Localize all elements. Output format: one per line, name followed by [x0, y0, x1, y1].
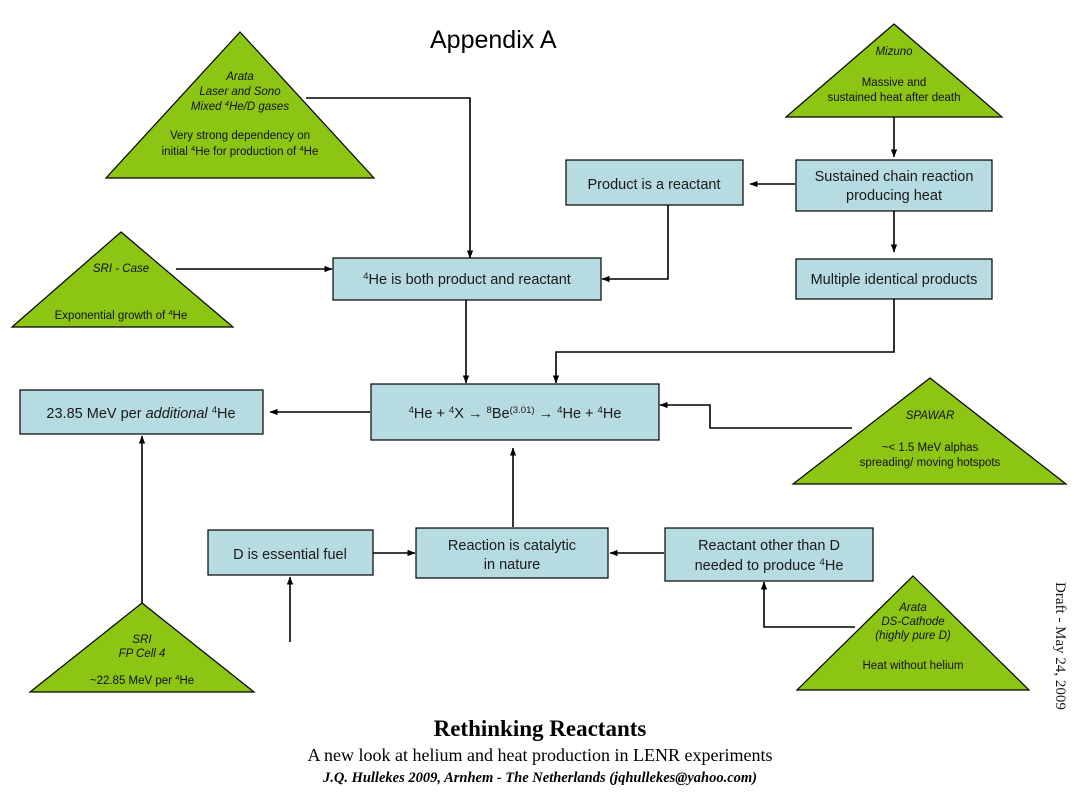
- triangle-arata-ds-shape: [795, 575, 1031, 691]
- box-d-fuel-label: D is essential fuel: [233, 547, 347, 563]
- triangle-arata-ds-cathode[interactable]: Arata DS-Cathode (highly pure D) Heat wi…: [795, 575, 1031, 691]
- box-mev-additional-label: 23.85 MeV per additional 4He: [46, 405, 235, 423]
- box-equation-label: 4He + 4X → 8Be(3.01) → 4He + 4He: [409, 405, 622, 423]
- connector-spawar-to-equation: [659, 401, 852, 429]
- box-sustained-chain-label-1: Sustained chain reaction: [815, 169, 974, 185]
- triangle-arata-laser-source-1: Arata: [225, 71, 254, 83]
- triangle-sri-fp-shape: [28, 602, 256, 693]
- triangle-arata-laser-source-2: Laser and Sono: [199, 86, 281, 98]
- triangle-spawar[interactable]: SPAWAR ~< 1.5 MeV alphas spreading/ movi…: [791, 377, 1068, 485]
- triangle-sri-case-claim-1: Exponential growth of 4He: [55, 308, 188, 323]
- connector-aratads-to-reactantother: [760, 581, 855, 628]
- triangle-mizuno-claim-2: sustained heat after death: [828, 92, 961, 104]
- box-multiple-identical-products[interactable]: Multiple identical products: [795, 258, 993, 300]
- connector-layer: [138, 97, 898, 642]
- footer-credit: J.Q. Hullekes 2009, Arnhem - The Netherl…: [322, 770, 757, 786]
- box-reactant-other-label-1: Reactant other than D: [698, 538, 840, 554]
- box-he4-both-product-and-reactant[interactable]: 4He is both product and reactant: [332, 257, 602, 301]
- box-product-is-reactant-label: Product is a reactant: [588, 177, 721, 193]
- box-sustained-chain-rect: [795, 159, 993, 212]
- footer-subtitle: A new look at helium and heat production…: [308, 745, 773, 765]
- page-title: Appendix A: [430, 26, 557, 54]
- triangle-sri-fp-source-2: FP Cell 4: [119, 648, 166, 660]
- triangle-arata-laser-source-3: Mixed 4He/D gases: [191, 99, 289, 114]
- triangle-arata-laser-claim-1: Very strong dependency on: [170, 130, 310, 142]
- triangle-arata-ds-source-1: Arata: [898, 602, 927, 614]
- box-multiple-products-label: Multiple identical products: [811, 272, 978, 288]
- box-multiple-products-rect: [795, 258, 993, 300]
- box-he4-both-rect: [332, 257, 602, 301]
- box-d-fuel-rect: [207, 529, 374, 576]
- triangle-arata-laser-claim-2: initial 4He for production of 4He: [162, 144, 319, 159]
- triangle-sri-fp-source-1: SRI: [132, 634, 152, 646]
- footer-title: Rethinking Reactants: [434, 716, 647, 741]
- triangle-mizuno-shape: [784, 23, 1004, 118]
- box-reactant-other-label-2: needed to produce 4He: [695, 557, 844, 575]
- triangle-mizuno-source-1: Mizuno: [875, 46, 913, 58]
- triangle-arata-laser-shape: [104, 31, 376, 179]
- box-sustained-chain-reaction[interactable]: Sustained chain reaction producing heat: [795, 159, 993, 212]
- triangle-arata-laser[interactable]: Arata Laser and Sono Mixed 4He/D gases V…: [104, 31, 376, 179]
- box-d-is-essential-fuel[interactable]: D is essential fuel: [207, 529, 374, 576]
- box-reactant-other-than-d[interactable]: Reactant other than D needed to produce …: [664, 527, 874, 582]
- triangle-sri-fp-cell-4[interactable]: SRI FP Cell 4 ~22.85 MeV per 4He: [28, 602, 256, 693]
- triangle-arata-ds-source-2: DS-Cathode: [881, 616, 944, 628]
- triangle-sri-case[interactable]: SRI - Case Exponential growth of 4He: [10, 231, 235, 328]
- triangle-spawar-claim-1: ~< 1.5 MeV alphas: [882, 442, 979, 454]
- side-note-draft-date: Draft - May 24, 2009: [1052, 582, 1068, 710]
- triangle-sri-fp-claim-1: ~22.85 MeV per 4He: [90, 673, 194, 688]
- box-mev-additional-rect: [19, 389, 264, 435]
- box-equation-rect: [370, 383, 660, 441]
- box-mev-per-additional-he4[interactable]: 23.85 MeV per additional 4He: [19, 389, 264, 435]
- connector-arata-laser-to-he4both: [306, 97, 474, 259]
- box-nuclear-equation[interactable]: 4He + 4X → 8Be(3.01) → 4He + 4He: [370, 383, 660, 441]
- triangle-arata-ds-claim-1: Heat without helium: [863, 660, 964, 672]
- box-product-is-reactant[interactable]: Product is a reactant: [565, 159, 744, 206]
- box-catalytic-label-1: Reaction is catalytic: [448, 538, 576, 554]
- triangle-mizuno[interactable]: Mizuno Massive and sustained heat after …: [784, 23, 1004, 118]
- triangle-spawar-shape: [791, 377, 1068, 485]
- box-reaction-is-catalytic[interactable]: Reaction is catalytic in nature: [415, 527, 609, 579]
- connector-product-to-he4both: [601, 205, 669, 283]
- triangle-arata-ds-source-3: (highly pure D): [875, 630, 951, 642]
- connector-multiple-to-equation: [552, 299, 895, 384]
- box-product-is-reactant-rect: [565, 159, 744, 206]
- box-reactant-other-rect: [664, 527, 874, 582]
- box-sustained-chain-label-2: producing heat: [846, 188, 942, 204]
- triangle-spawar-source-1: SPAWAR: [906, 410, 955, 422]
- triangle-sri-case-shape: [10, 231, 235, 328]
- triangle-mizuno-claim-1: Massive and: [862, 77, 927, 89]
- box-he4-both-label: 4He is both product and reactant: [363, 271, 571, 289]
- box-catalytic-rect: [415, 527, 609, 579]
- triangle-spawar-claim-2: spreading/ moving hotspots: [860, 457, 1001, 469]
- triangle-sri-case-source-1: SRI - Case: [93, 263, 149, 275]
- box-catalytic-label-2: in nature: [484, 557, 540, 573]
